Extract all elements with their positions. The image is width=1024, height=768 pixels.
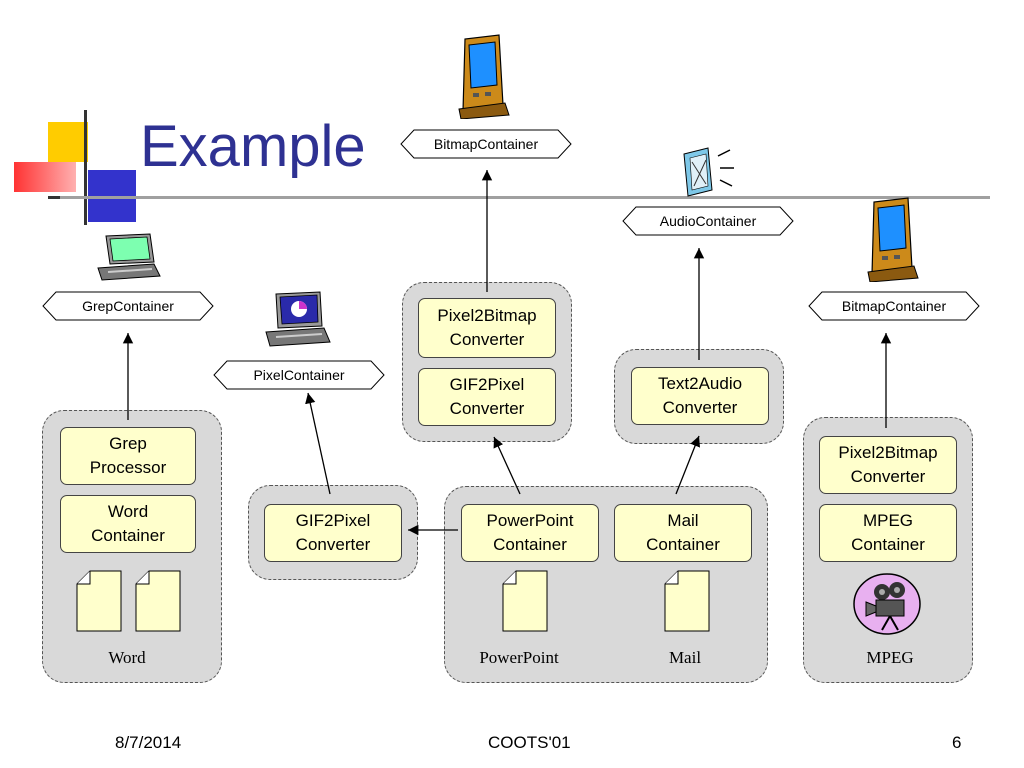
footer-center: COOTS'01 [488,733,571,752]
mail-container-box: Mail Container [614,504,752,562]
grep-processor-box: Grep Processor [60,427,196,485]
word-caption: Word [108,648,146,667]
bitmap-container-right-label: BitmapContainer [808,291,980,321]
powerpoint-caption: PowerPoint [479,648,559,667]
speaker-icon [683,147,734,197]
powerpoint-container-box: PowerPoint Container [461,504,599,562]
mpeg-container-box: MPEG Container [819,504,957,562]
bitmap-container-center-label: BitmapContainer [400,129,572,159]
mail-caption: Mail [668,648,702,667]
footer-page-number: 6 [952,733,962,752]
document-icon [502,570,548,632]
pda-device-icon [867,197,919,282]
mpeg-caption: MPEG [866,648,914,667]
document-icon [664,570,710,632]
word-container-box: Word Container [60,495,196,553]
pixel-container-label: PixelContainer [213,360,385,390]
gif2pixel-left-box: GIF2Pixel Converter [264,504,402,562]
gif2pixel-center-box: GIF2Pixel Converter [418,368,556,426]
footer-date: 8/7/2014 [115,733,182,752]
title-rule [60,196,990,199]
pda-device-icon [458,34,510,119]
text2audio-box: Text2Audio Converter [631,367,769,425]
laptop-icon [265,291,331,347]
pixel2bitmap-right-box: Pixel2Bitmap Converter [819,436,957,494]
audio-container-label: AudioContainer [622,206,794,236]
grep-container-label: GrepContainer [42,291,214,321]
pixel2bitmap-center-box: Pixel2Bitmap Converter [418,298,556,358]
slide-title: Example [140,114,366,179]
document-icon [76,570,122,632]
movie-camera-icon [853,573,921,635]
laptop-icon [97,233,161,281]
document-icon [135,570,181,632]
